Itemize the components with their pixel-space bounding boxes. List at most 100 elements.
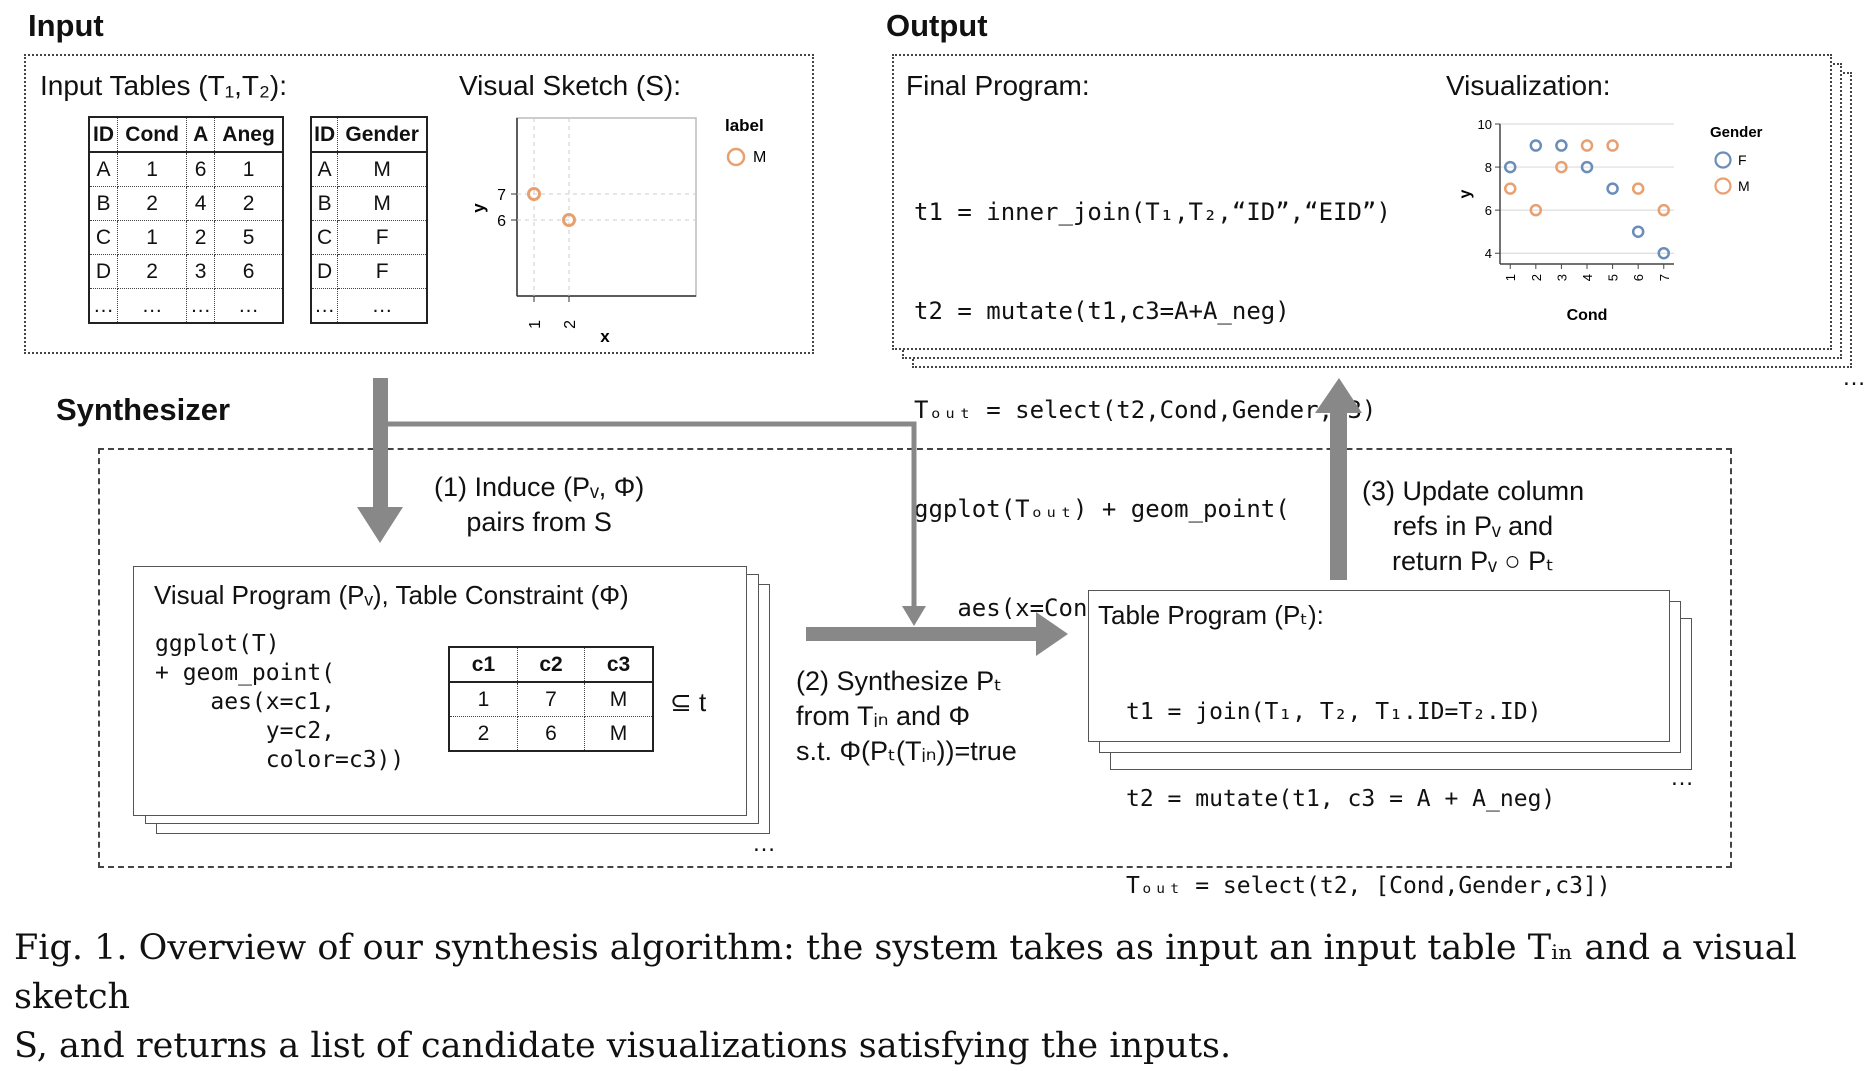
visual-sketch-plot: 7 6 1 2 x y label M [469,116,766,346]
step2-line: s.t. Φ(Pₜ(Tᵢₙ))=true [796,736,1017,766]
chart-ylabel: y [1460,189,1474,198]
table-header-cell: Gender [337,116,428,153]
table-header-cell: c2 [516,646,586,683]
visualization-label: Visualization: [1446,70,1611,101]
table-cell: 1 [116,151,188,187]
table-cell: 1 [116,220,188,255]
sketch-point-2 [562,213,576,227]
table-row: ………… [88,288,284,324]
final-code-line: ggplot(Tₒᵤₜ) + geom_point( [914,495,1290,523]
table-cell: C [310,220,339,255]
table-program-code: t1 = join(T₁, T₂, T₁.ID=T₂.ID) t2 = muta… [1126,640,1611,930]
table-row: …… [310,288,428,324]
table-header-cell: ID [88,116,118,153]
chart-point-m [1503,182,1517,195]
table-cell: 6 [214,254,284,289]
table-cell: D [310,254,339,289]
sketch-ytick-7: 7 [497,187,506,204]
step2-text: (2) Synthesize Pₜ from Tᵢₙ and Φ s.t. Φ(… [796,664,1017,769]
chart-ytick-label: 10 [1478,117,1492,132]
final-code-line: t2 = mutate(t1,c3=A+A_neg) [914,297,1290,325]
visual-program-code: ggplot(T) + geom_point( aes(x=c1, y=c2, … [155,631,405,773]
table-header-cell: A [186,116,216,153]
chart-legend-title: Gender [1710,124,1763,141]
input-title: Input [28,8,104,43]
chart-point-m [1555,160,1568,174]
table-cell: C [88,220,118,255]
table-program-more-ellipsis: … [1670,764,1695,791]
chart-legend-marker [1714,151,1732,169]
visual-sketch-label: Visual Sketch (S): [459,70,682,101]
step2-line: from Tᵢₙ and Φ [796,701,971,731]
table-cell: 6 [186,151,216,187]
table-cell: 1 [448,681,518,717]
chart-point-m [1606,139,1619,152]
table-program-card [1088,590,1670,742]
step3-line: refs in Pᵥ and [1392,511,1554,541]
chart-point-f [1657,246,1671,260]
flow-arrows [357,378,1362,656]
chart-legend-marker [1714,177,1732,195]
step3-line: return Pᵥ ○ Pₜ [1392,546,1555,576]
table-header-cell: Cond [116,116,188,153]
chart-legend-item: F [1738,152,1747,168]
step1-line: pairs from S [466,507,612,537]
visual-program-label: Visual Program (Pᵥ), Table Constraint (Φ… [154,580,629,610]
sketch-ytick-6: 6 [497,213,506,230]
chart-xtick-label: 1 [1503,274,1518,281]
table-header-cell: c1 [448,646,518,683]
chart-ytick-label: 4 [1485,246,1492,261]
table-cell: … [186,288,216,324]
table-cell: 3 [186,254,216,289]
table-cell: B [310,186,339,221]
chart-point-m [1631,182,1645,195]
chart-xtick-label: 2 [1529,274,1544,281]
table-cell: M [584,716,654,752]
input-tables-label: Input Tables (T₁,T₂): [40,70,287,101]
chart-ytick-label: 8 [1485,160,1492,175]
chart-point-f [1580,160,1594,174]
figure-caption: Fig. 1. Overview of our synthesis algori… [14,924,1874,1071]
table-header-cell: Aneg [214,116,284,153]
chart-point-m [1657,203,1671,217]
output-box [892,54,1832,350]
chart-point-f [1529,139,1543,152]
caption-line-1: Fig. 1. Overview of our synthesis algori… [14,928,1797,1017]
sketch-ylabel: y [469,203,488,213]
chart-ytick-label: 6 [1485,203,1492,218]
table-cell: 2 [214,186,284,221]
table-cell: M [584,681,654,717]
chart-xtick-label: 4 [1580,274,1595,281]
table-cell: … [337,288,428,324]
table-code-line: t2 = mutate(t1, c3 = A + A_neg) [1126,786,1556,812]
sketch-point-1 [527,187,541,201]
output-visualization-chart: 468101234567CondyGenderFM [1460,117,1763,324]
table-cell: … [116,288,188,324]
table-cell: M [337,151,428,187]
sketch-legend-item: M [753,149,766,166]
table-cell: F [337,254,428,289]
table-cell: 1 [214,151,284,187]
subset-symbol: ⊆ t [670,687,707,717]
output-title: Output [886,8,988,43]
chart-point-f [1503,160,1517,174]
table-header-cell: c3 [584,646,654,683]
table-cell: D [88,254,118,289]
chart-point-m [1529,203,1543,217]
step3-line: (3) Update column [1362,476,1585,506]
chart-point-m [1580,139,1594,152]
step2-line: (2) Synthesize Pₜ [796,666,1003,696]
table-cell: 7 [516,681,586,717]
chart-xtick-label: 6 [1631,274,1646,281]
chart-xtick-label: 3 [1554,274,1569,281]
